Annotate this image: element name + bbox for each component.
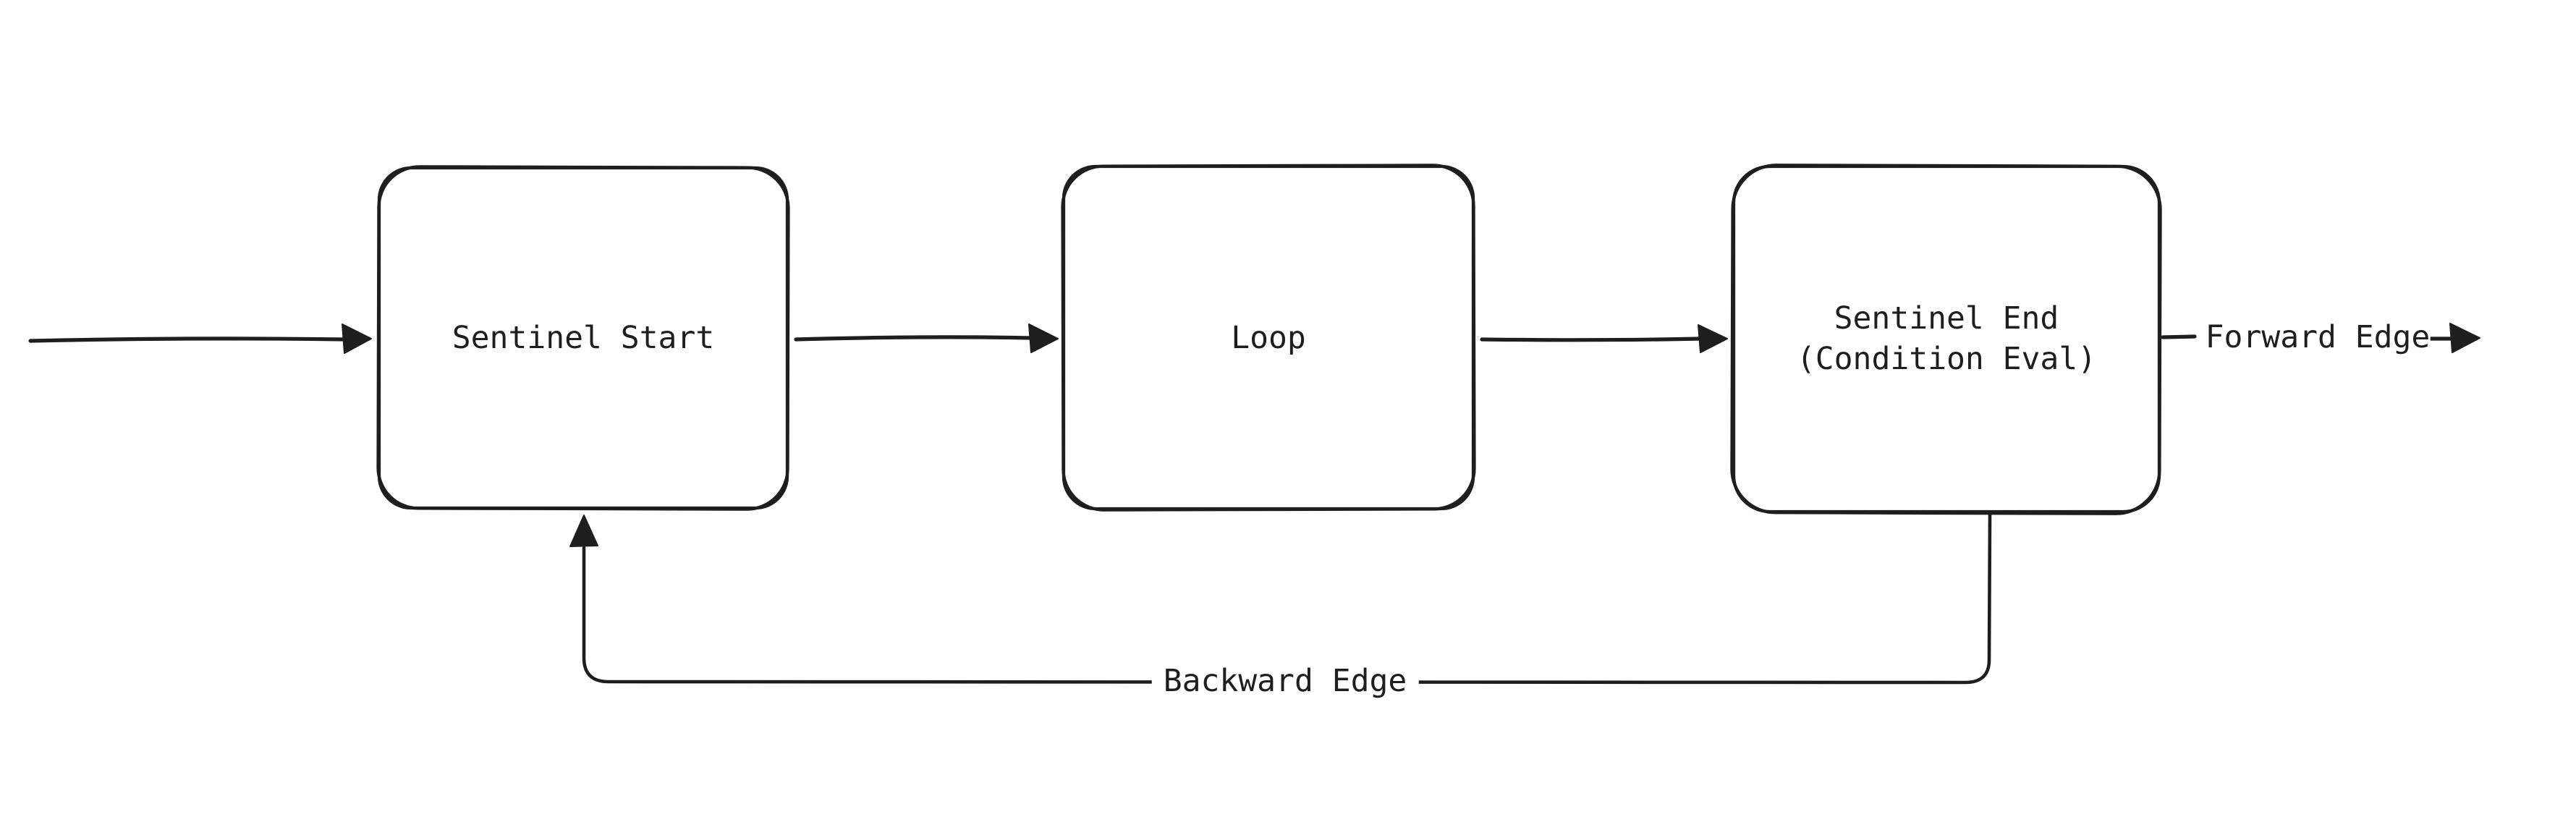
forward-edge-arrow[interactable] bbox=[2161, 323, 2480, 353]
node-box-sentinel-end[interactable] bbox=[1730, 164, 2162, 515]
entry-arrow-head[interactable] bbox=[342, 323, 372, 354]
edge-loop-to-end-shaft[interactable] bbox=[1480, 337, 1702, 342]
forward-edge-head[interactable] bbox=[2449, 323, 2480, 353]
node-label-loop: Loop bbox=[1231, 318, 1306, 358]
node-label-sentinel-end-line1: Sentinel End bbox=[1834, 300, 2059, 337]
node-box-loop[interactable] bbox=[1061, 164, 1476, 512]
node-box-loop-outline-2[interactable] bbox=[1061, 164, 1476, 512]
node-label-loop-text: Loop bbox=[1231, 320, 1306, 356]
forward-edge-label: Forward Edge bbox=[2205, 318, 2431, 356]
edge-start-to-loop-head[interactable] bbox=[1028, 323, 1059, 353]
node-label-sentinel-start-text: Sentinel Start bbox=[452, 320, 715, 356]
backward-edge-label-text: Backward Edge bbox=[1163, 663, 1407, 699]
backward-edge-shaft[interactable] bbox=[582, 510, 1992, 685]
edge-loop-to-end[interactable] bbox=[1480, 324, 1728, 353]
node-label-sentinel-end: Sentinel End (Condition Eval) bbox=[1797, 298, 2096, 379]
backward-edge-label: Backward Edge bbox=[1151, 662, 1419, 700]
entry-arrow[interactable] bbox=[28, 323, 372, 354]
forward-edge-label-text: Forward Edge bbox=[2205, 319, 2431, 355]
node-box-sentinel-start[interactable] bbox=[376, 165, 790, 511]
backward-edge-arrow[interactable] bbox=[569, 510, 1992, 685]
node-label-sentinel-end-line2: (Condition Eval) bbox=[1796, 341, 2097, 377]
node-label-sentinel-start: Sentinel Start bbox=[452, 318, 714, 358]
node-box-sentinel-start-outline-2[interactable] bbox=[376, 165, 790, 511]
edge-start-to-loop-shaft[interactable] bbox=[794, 335, 1033, 342]
backward-edge-head[interactable] bbox=[569, 515, 598, 547]
edge-start-to-loop[interactable] bbox=[794, 323, 1059, 353]
entry-arrow-shaft[interactable] bbox=[28, 337, 347, 343]
edge-loop-to-end-head[interactable] bbox=[1698, 324, 1728, 353]
node-box-sentinel-end-outline-2[interactable] bbox=[1730, 164, 2162, 515]
